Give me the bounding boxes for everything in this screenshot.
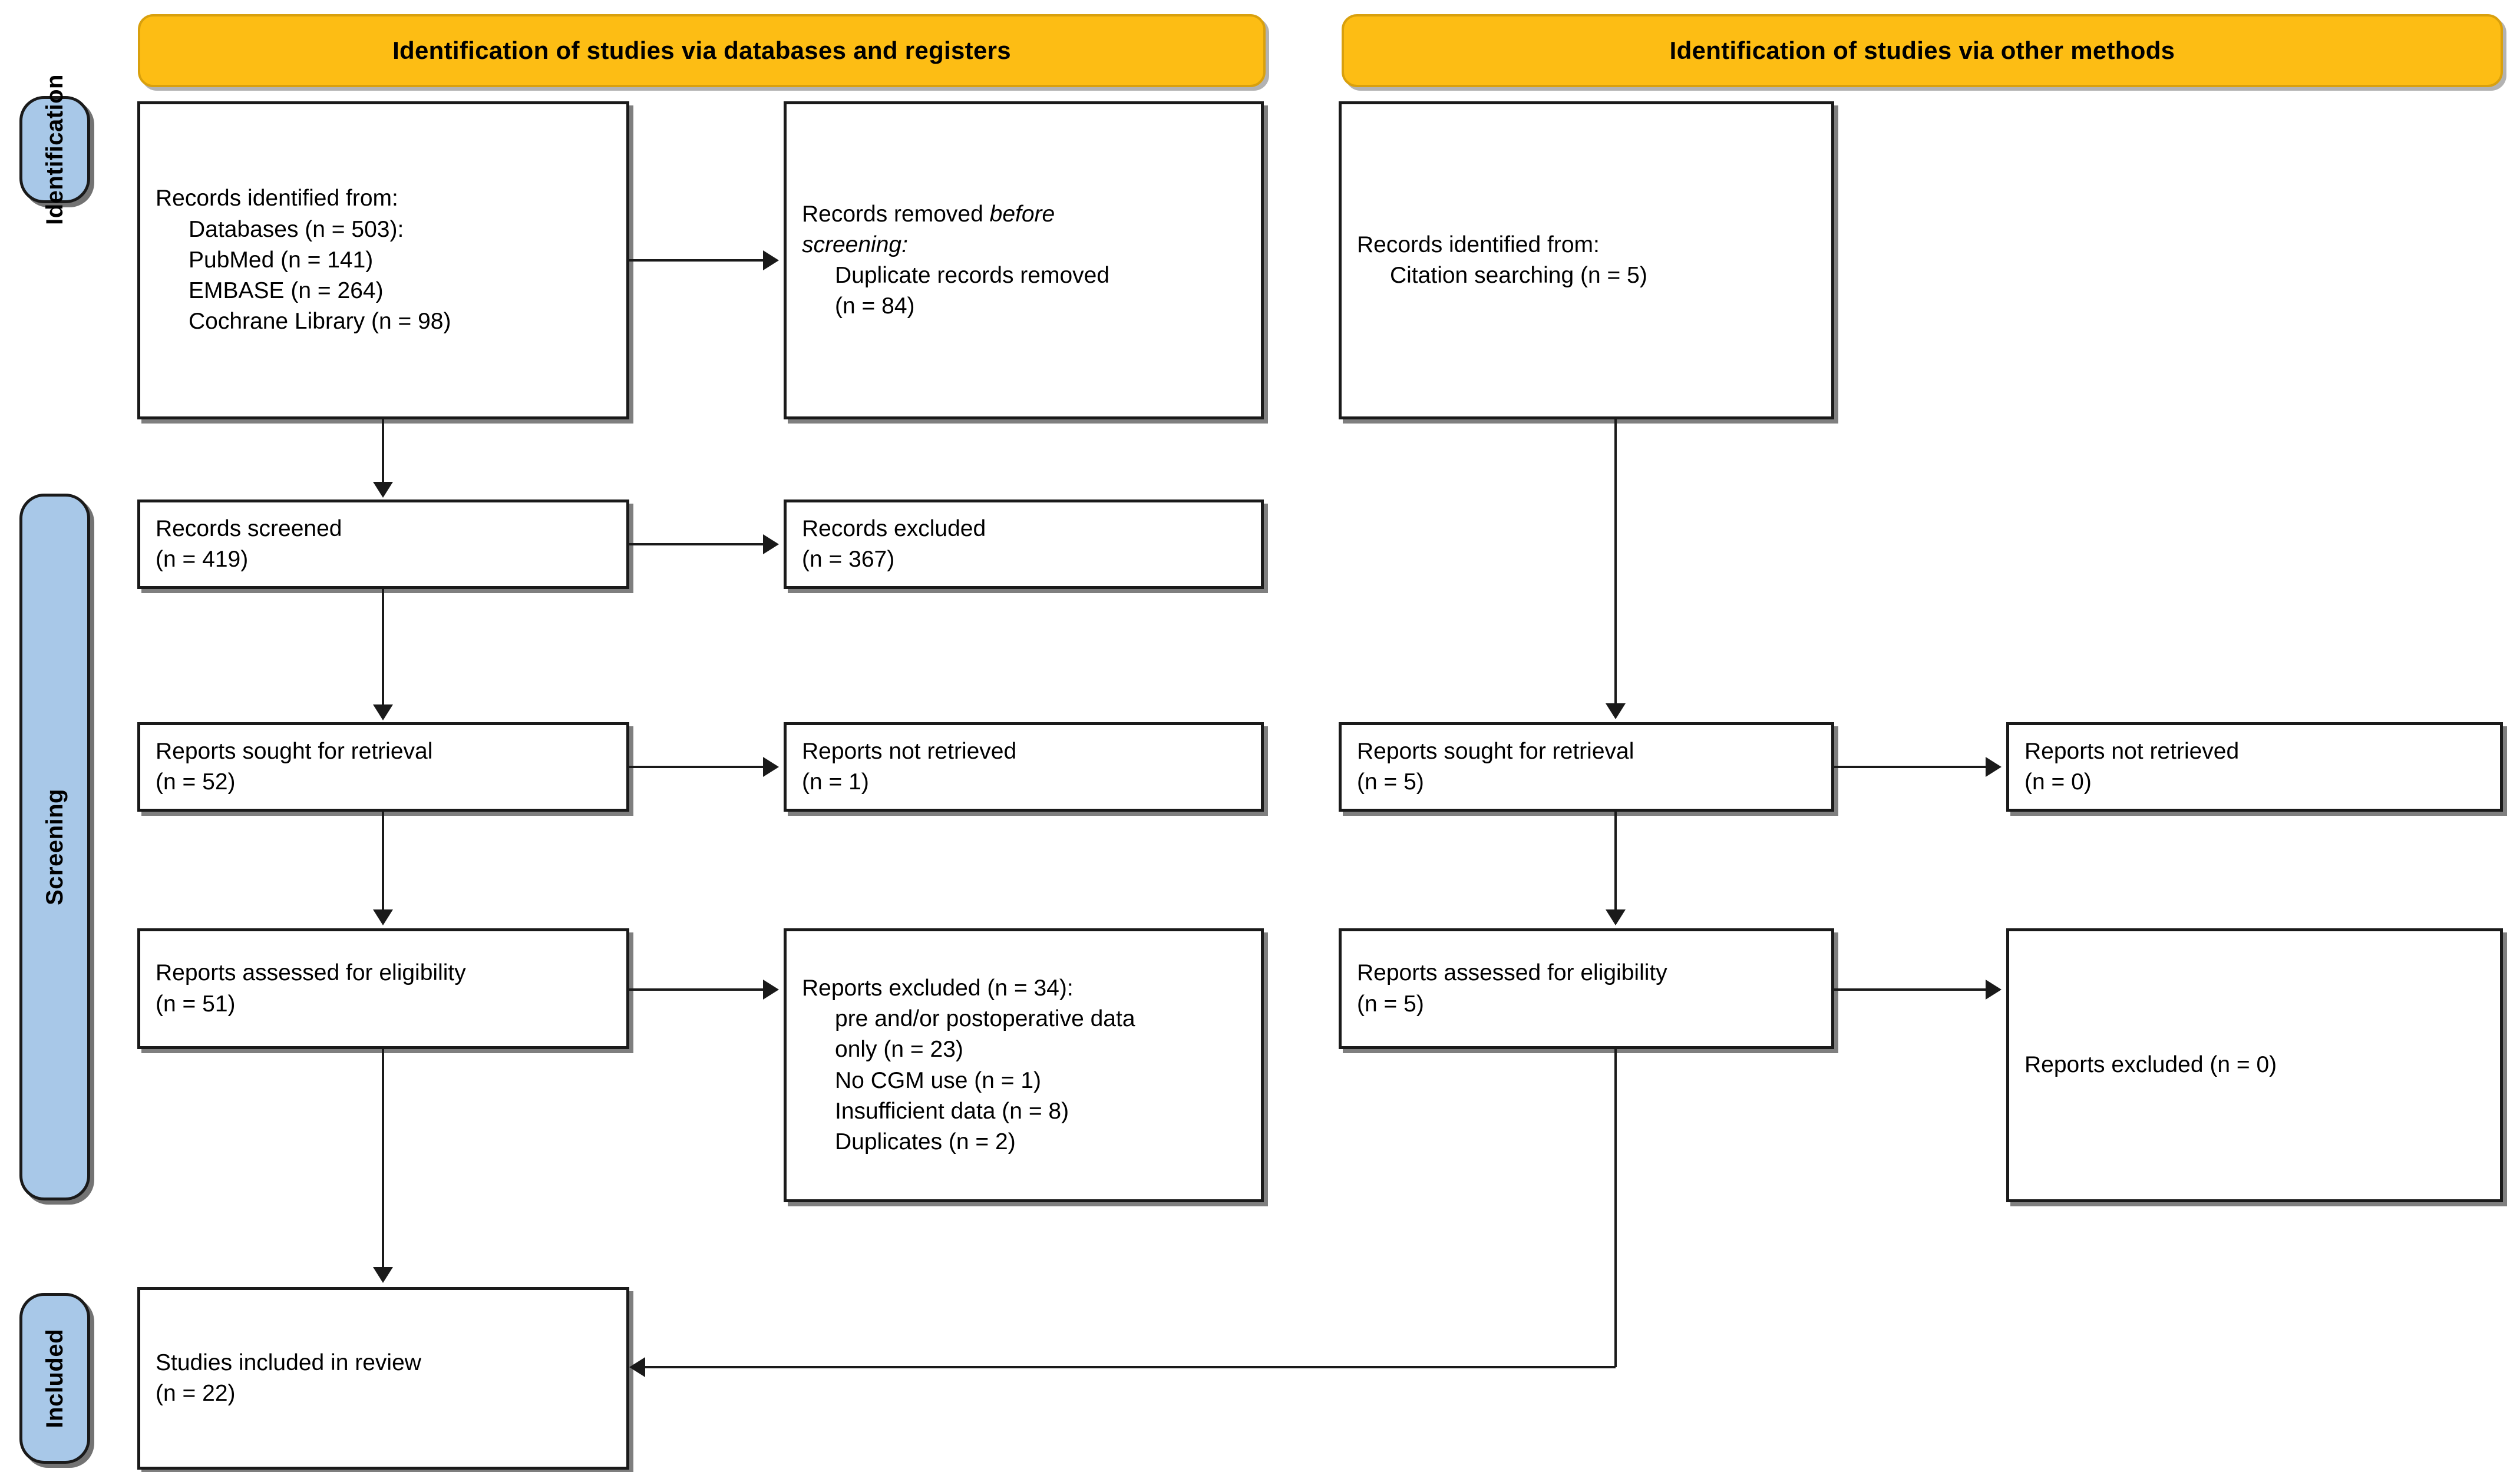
box-reports-assessed-other: Reports assessed for eligibility (n = 5) <box>1339 928 1834 1049</box>
line: No CGM use (n = 1) <box>835 1067 1042 1093</box>
line: Reports sought for retrieval <box>1357 738 1634 764</box>
line: Cochrane Library (n = 98) <box>189 309 451 335</box>
line: Citation searching (n = 5) <box>1390 263 1647 288</box>
box-records-removed-before-screening: Records removed before screening: Duplic… <box>784 101 1264 419</box>
connector-sought-other-to-assessed <box>1614 812 1617 911</box>
connector-other-to-included-horizontal <box>645 1366 1616 1368</box>
stage-label-identification: Identification <box>41 74 68 225</box>
line: EMBASE (n = 264) <box>189 278 384 304</box>
connector-identified-to-screened <box>382 419 384 483</box>
box-records-excluded: Records excluded (n = 367) <box>784 500 1264 589</box>
connector-assessed-to-excluded <box>629 988 763 991</box>
line: Reports sought for retrieval <box>156 738 433 764</box>
line: (n = 51) <box>156 991 236 1017</box>
arrowhead-down <box>373 909 393 925</box>
line: Duplicates (n = 2) <box>835 1129 1016 1155</box>
arrowhead-down <box>373 704 393 720</box>
line: (n = 52) <box>156 769 236 795</box>
line: (n = 22) <box>156 1381 236 1406</box>
box-records-identified-databases: Records identified from: Databases (n = … <box>137 101 629 419</box>
box-reports-not-retrieved-other: Reports not retrieved (n = 0) <box>2006 722 2503 812</box>
connector-sought-other-to-not-retrieved <box>1834 766 1986 768</box>
line: (n = 84) <box>835 293 915 319</box>
header-other-methods-label: Identification of studies via other meth… <box>1669 37 2175 64</box>
line: Records excluded <box>802 515 986 541</box>
line: only (n = 23) <box>835 1037 963 1063</box>
box-reports-sought-other: Reports sought for retrieval (n = 5) <box>1339 722 1834 812</box>
connector-other-identified-to-sought <box>1614 419 1617 704</box>
box-reports-sought-databases: Reports sought for retrieval (n = 52) <box>137 722 629 812</box>
line: Records removed before <box>802 201 1055 227</box>
line: (n = 419) <box>156 547 249 572</box>
box-reports-assessed-databases: Reports assessed for eligibility (n = 51… <box>137 928 629 1049</box>
line: (n = 0) <box>2024 769 2092 795</box>
connector-screened-to-sought <box>382 589 384 706</box>
line: Reports assessed for eligibility <box>1357 960 1667 986</box>
header-databases-and-registers: Identification of studies via databases … <box>138 14 1266 87</box>
header-databases-label: Identification of studies via databases … <box>392 37 1011 64</box>
line: (n = 5) <box>1357 769 1424 795</box>
arrowhead-right <box>1986 980 2002 1000</box>
line: Reports not retrieved <box>2024 738 2240 764</box>
arrowhead-left <box>629 1357 645 1377</box>
stage-label-screening: Screening <box>41 789 68 905</box>
line: (n = 1) <box>802 769 869 795</box>
stage-bar-identification: Identification <box>19 74 90 225</box>
connector-assessed-other-to-excluded <box>1834 988 1986 991</box>
header-other-methods: Identification of studies via other meth… <box>1342 14 2503 87</box>
line: Records identified from: <box>156 186 398 211</box>
arrowhead-down <box>373 1267 393 1283</box>
line: Duplicate records removed <box>835 263 1110 288</box>
connector-other-to-included-vertical <box>1614 1049 1617 1367</box>
box-reports-excluded-other: Reports excluded (n = 0) <box>2006 928 2503 1202</box>
line: PubMed (n = 141) <box>189 247 374 273</box>
box-reports-not-retrieved-databases: Reports not retrieved (n = 1) <box>784 722 1264 812</box>
stage-label-included: Included <box>41 1328 68 1428</box>
connector-identified-to-removed <box>629 259 763 262</box>
connector-screened-to-excluded <box>629 543 763 545</box>
arrowhead-right <box>1986 757 2002 777</box>
arrowhead-right <box>763 250 779 270</box>
box-reports-excluded-databases: Reports excluded (n = 34): pre and/or po… <box>784 928 1264 1202</box>
box-records-identified-other: Records identified from: Citation search… <box>1339 101 1834 419</box>
box-records-screened: Records screened (n = 419) <box>137 500 629 589</box>
line: Insufficient data (n = 8) <box>835 1098 1069 1124</box>
connector-sought-to-not-retrieved <box>629 766 763 768</box>
line: Records screened <box>156 515 342 541</box>
line: Reports excluded (n = 0) <box>2024 1052 2277 1078</box>
arrowhead-right <box>763 534 779 554</box>
connector-sought-to-assessed <box>382 812 384 911</box>
line: Reports excluded (n = 34): <box>802 975 1074 1001</box>
connector-assessed-to-included <box>382 1049 384 1268</box>
line: pre and/or postoperative data <box>835 1006 1135 1031</box>
line: screening: <box>802 231 908 257</box>
line: Reports assessed for eligibility <box>156 960 466 986</box>
arrowhead-right <box>763 980 779 1000</box>
arrowhead-right <box>763 757 779 777</box>
line: (n = 5) <box>1357 991 1424 1017</box>
line: Reports not retrieved <box>802 738 1017 764</box>
line: Studies included in review <box>156 1349 421 1375</box>
line: (n = 367) <box>802 547 895 572</box>
stage-bar-screening: Screening <box>19 494 90 1200</box>
arrowhead-down <box>373 482 393 498</box>
arrowhead-down <box>1606 703 1626 719</box>
line: Records identified from: <box>1357 231 1600 257</box>
box-studies-included: Studies included in review (n = 22) <box>137 1287 629 1470</box>
arrowhead-down <box>1606 909 1626 925</box>
stage-bar-included: Included <box>19 1293 90 1464</box>
line: Databases (n = 503): <box>189 216 404 242</box>
